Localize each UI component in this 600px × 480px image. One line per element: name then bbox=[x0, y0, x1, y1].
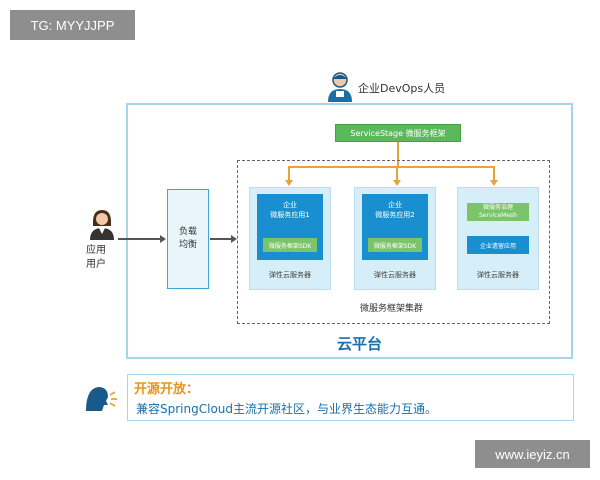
open-source-title: 开源开放： bbox=[134, 382, 200, 397]
watermark-top: TG: MYYJJPP bbox=[10, 10, 135, 40]
platform-label: 云平台 bbox=[337, 335, 383, 353]
open-source-box bbox=[127, 374, 574, 421]
stage-branch-line-2 bbox=[396, 166, 398, 180]
app-user-label: 应用 用户 bbox=[86, 244, 106, 272]
app-user-line2: 用户 bbox=[86, 259, 106, 270]
server-1-sdk: 微服务框架SDK bbox=[263, 238, 317, 252]
server-3-label: 弹性云服务器 bbox=[477, 271, 519, 279]
server-2-sdk: 微服务框架SDK bbox=[368, 238, 422, 252]
app-user-icon bbox=[88, 208, 116, 240]
stage-branch-line-3 bbox=[493, 166, 495, 180]
load-balancer-box: 负载 均衡 bbox=[167, 189, 209, 289]
arrow-right-icon bbox=[160, 235, 166, 243]
service-stage-box: ServiceStage 微服务框架 bbox=[335, 124, 461, 142]
arrow-down-icon bbox=[393, 180, 401, 186]
microservice-cluster-frame bbox=[237, 160, 550, 324]
server-3-legacy-app: 企业遗留应用 bbox=[467, 236, 529, 254]
app-user-line1: 应用 bbox=[86, 245, 106, 256]
open-source-text: 兼容SpringCloud主流开源社区，与业界生态能力互通。 bbox=[136, 402, 438, 416]
cloud-platform-frame bbox=[126, 103, 573, 359]
arrow-down-icon bbox=[490, 180, 498, 186]
devops-label: 企业DevOps人员 bbox=[358, 82, 446, 95]
load-balancer-line1: 负载 bbox=[178, 227, 197, 237]
watermark-bottom: www.ieyiz.cn bbox=[475, 440, 590, 468]
cluster-label: 微服务框架集群 bbox=[360, 304, 424, 314]
stage-horizontal-line bbox=[289, 166, 495, 168]
user-to-lb-line bbox=[118, 238, 162, 240]
server-1-label: 弹性云服务器 bbox=[269, 271, 311, 279]
arrow-right-icon bbox=[231, 235, 237, 243]
speaker-icon bbox=[84, 381, 118, 417]
lb-to-cluster-line bbox=[210, 238, 232, 240]
server-2-label: 弹性云服务器 bbox=[374, 271, 416, 279]
devops-person-icon bbox=[326, 70, 354, 102]
server-3-mesh: 微服务治理 ServiceMesh bbox=[467, 203, 529, 221]
load-balancer-line2: 均衡 bbox=[178, 240, 197, 250]
stage-branch-line-1 bbox=[288, 166, 290, 180]
arrow-down-icon bbox=[285, 180, 293, 186]
stage-down-line bbox=[397, 142, 399, 167]
